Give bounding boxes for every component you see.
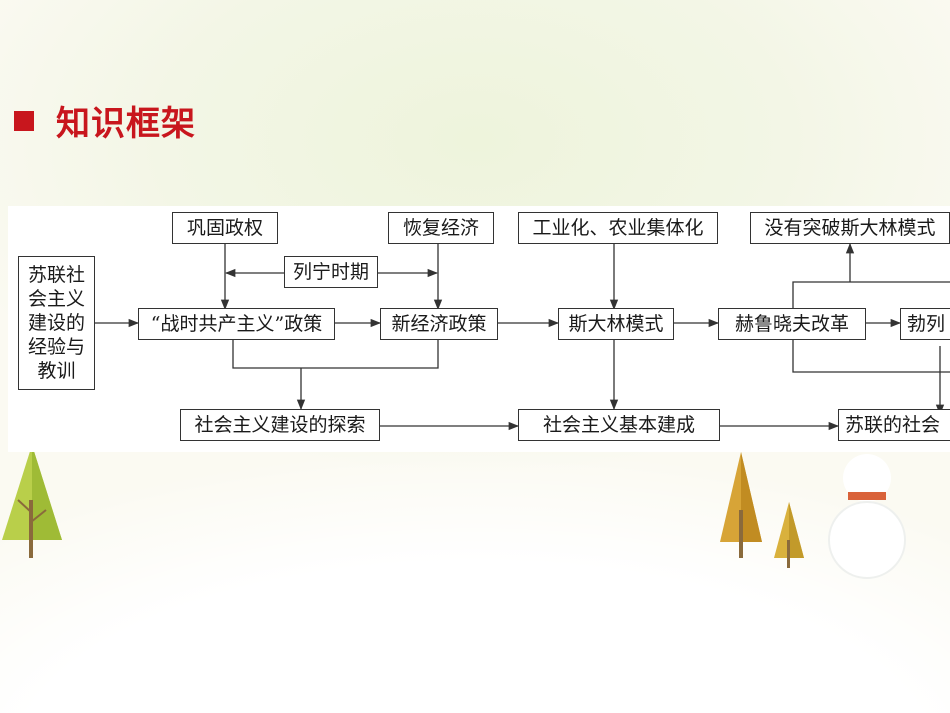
node-khrushchev: 赫鲁晓夫改革 [718,308,866,340]
snowman-icon [828,454,906,579]
node-exploration: 社会主义建设的探索 [180,409,380,441]
title-square-icon [14,110,34,131]
node-no-breakthrough: 没有突破斯大林模式 [750,212,950,244]
node-consolidate: 巩固政权 [172,212,278,244]
node-stalin-model: 斯大林模式 [558,308,674,340]
node-war-communism: “战时共产主义”政策 [138,308,335,340]
node-lenin-period: 列宁时期 [284,256,378,288]
node-soviet-society: 苏联的社会 [838,409,950,441]
diagram-connectors [95,242,950,431]
line-policies-merge [232,337,439,369]
node-nep: 新经济政策 [380,308,498,340]
title-text: 知识框架 [56,104,196,144]
knowledge-diagram: 苏联社会主义建设的经验与教训 巩固政权 恢复经济 列宁时期 “战时共产主义”政策… [8,206,950,452]
arrow-to-no-breakthrough [792,281,950,309]
node-lessons: 苏联社会主义建设的经验与教训 [18,256,95,390]
node-brezhnev: 勃列 [900,308,950,340]
tree-small-icon [774,502,804,568]
node-restore: 恢复经济 [388,212,494,244]
tree-mid-icon [720,452,762,558]
line-khrushchev-down [792,337,950,373]
slide-title: 知识框架 [14,96,196,145]
node-industrialization: 工业化、农业集体化 [518,212,718,244]
node-basic-built: 社会主义基本建成 [518,409,720,441]
tree-left-icon [2,445,62,558]
